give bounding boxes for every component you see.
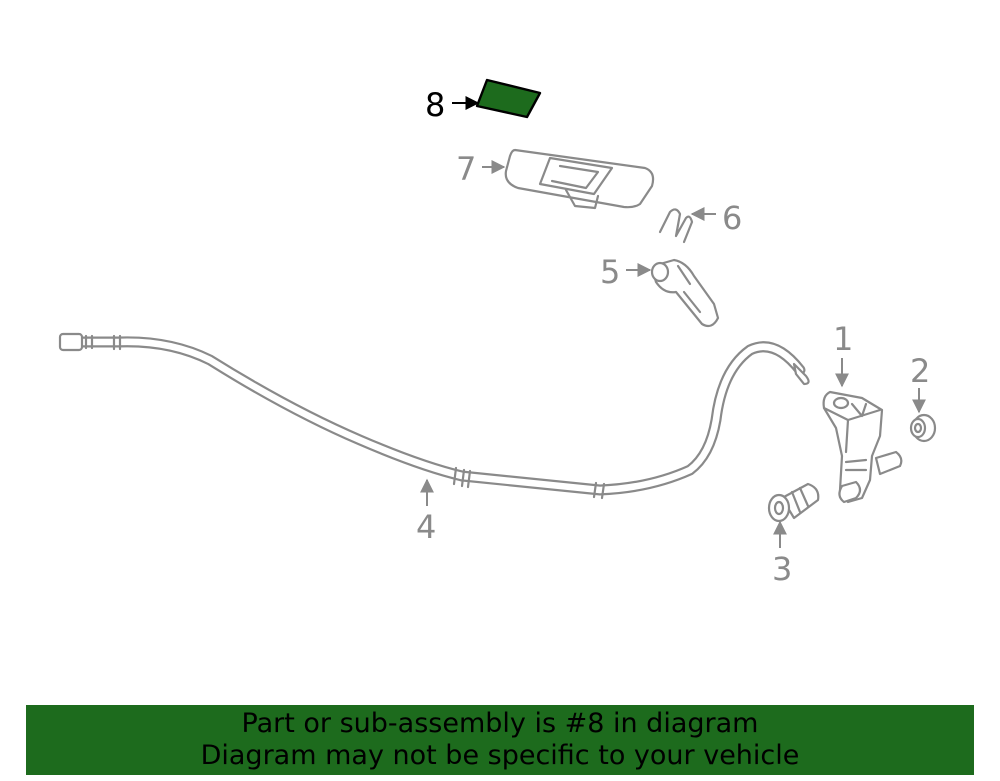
callout-3: 3 [772, 520, 792, 588]
callout-label-6: 6 [722, 199, 742, 237]
callout-6: 6 [690, 199, 742, 237]
callout-label-7: 7 [456, 150, 476, 188]
part-2-grommet[interactable] [909, 413, 937, 443]
callout-label-3: 3 [772, 550, 792, 588]
part-8-pad[interactable] [475, 78, 542, 119]
parts-diagram: 8 7 6 5 1 2 3 4 [58, 78, 937, 588]
banner-line-2: Diagram may not be specific to your vehi… [200, 740, 800, 771]
callout-1: 1 [833, 320, 853, 388]
callout-7: 7 [456, 150, 506, 188]
part-1-washer-pump[interactable] [822, 390, 903, 504]
callout-label-8: 8 [425, 86, 445, 124]
callout-label-1: 1 [833, 320, 853, 358]
part-4-washer-hose[interactable] [58, 332, 810, 500]
part-7-nozzle-cover[interactable] [504, 148, 655, 210]
callout-2: 2 [910, 352, 930, 414]
callout-5: 5 [600, 253, 652, 291]
callout-label-5: 5 [600, 253, 620, 291]
callout-label-4: 4 [416, 508, 436, 546]
info-banner: Part or sub-assembly is #8 in diagram Di… [26, 705, 974, 775]
callout-4: 4 [416, 478, 436, 546]
part-3-seal[interactable] [767, 482, 820, 523]
banner-line-1: Part or sub-assembly is #8 in diagram [241, 708, 759, 739]
part-5-nozzle[interactable] [650, 258, 720, 328]
callout-label-2: 2 [910, 352, 930, 390]
callout-8: 8 [425, 86, 480, 124]
part-6-clip[interactable] [658, 208, 694, 244]
